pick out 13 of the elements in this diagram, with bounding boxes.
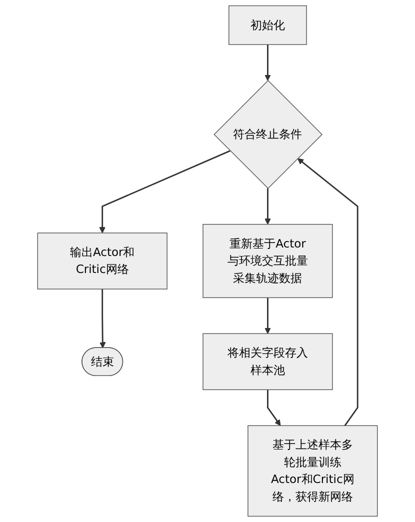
arrow <box>267 390 281 426</box>
arrow <box>99 150 230 234</box>
arrow <box>297 158 358 426</box>
node-box: 初始化 <box>228 5 307 45</box>
node-box: 输出Actor和Critic网络 <box>37 232 168 290</box>
arrow <box>264 298 271 334</box>
arrow <box>99 289 106 348</box>
node-box: 基于上述样本多轮批量训练Actor和Critic网络，获得新网络 <box>248 425 378 517</box>
arrow <box>264 188 271 225</box>
arrow <box>264 44 271 81</box>
node-diamond: 符合终止条件 <box>214 80 322 189</box>
node-box: 将相关字段存入样本池 <box>202 333 333 390</box>
node-box: 重新基于Actor与环境交互批量采集轨迹数据 <box>202 224 333 298</box>
